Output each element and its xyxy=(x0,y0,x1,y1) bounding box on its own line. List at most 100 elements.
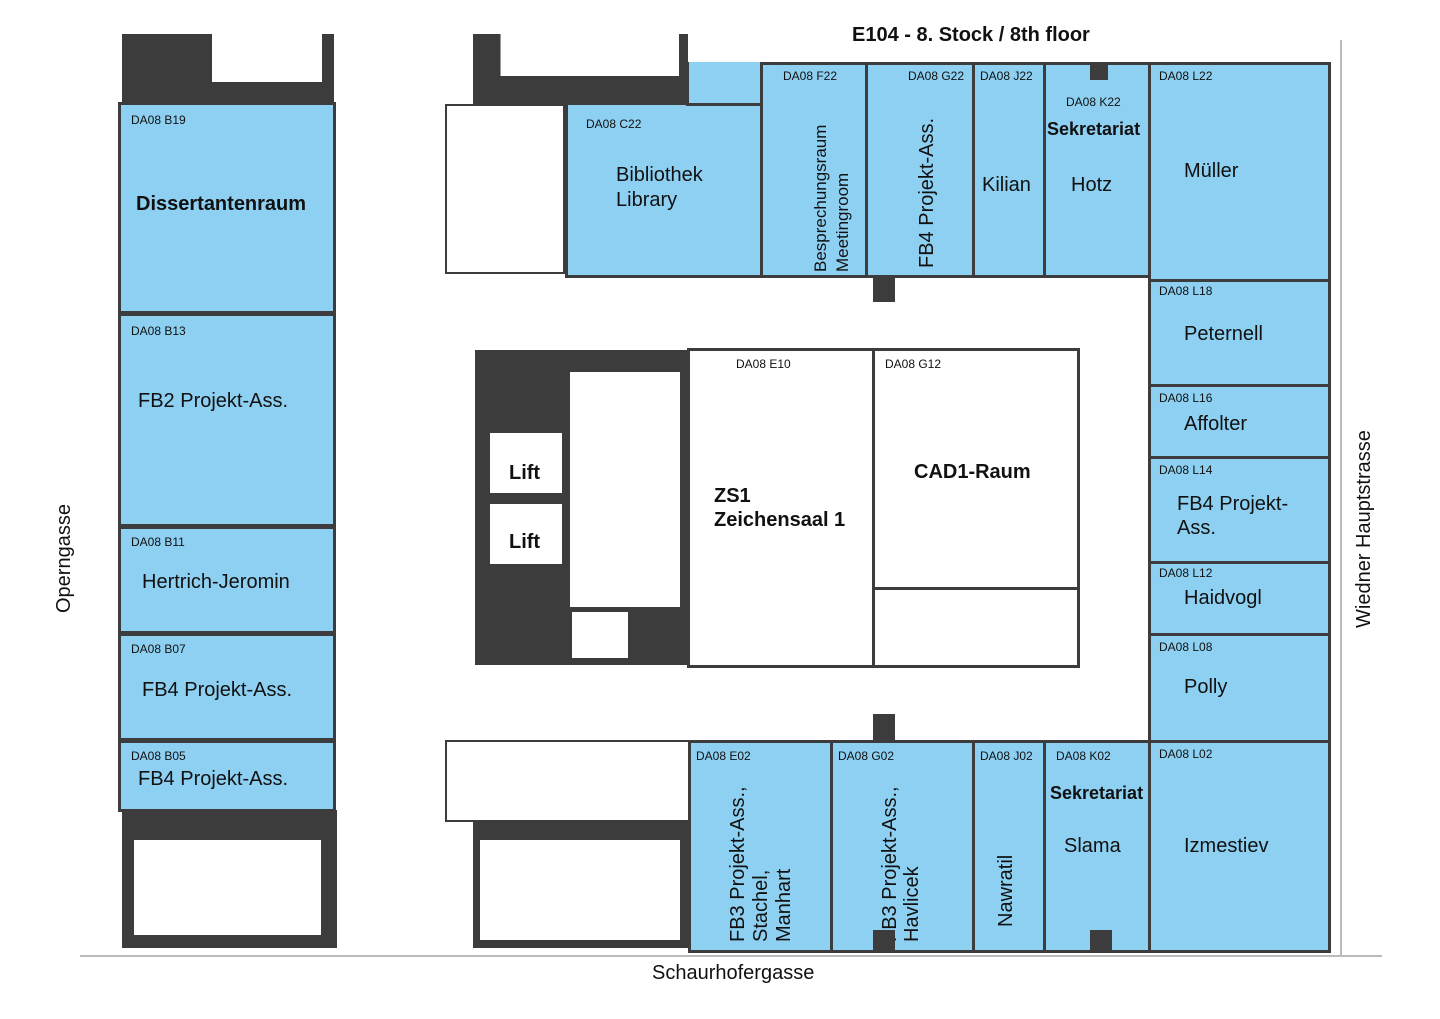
lift-1[interactable]: Lift xyxy=(487,430,565,496)
partition-wall xyxy=(875,587,1080,590)
room-label: Dissertantenraum xyxy=(136,193,307,215)
floor-title: E104 - 8. Stock / 8th floor xyxy=(852,24,1090,46)
room-code: DA08 E02 xyxy=(696,749,751,763)
room-code: DA08 G02 xyxy=(838,749,895,763)
room-code: DA08 G12 xyxy=(885,357,942,371)
room-l22[interactable]: DA08 L22 Müller xyxy=(1148,62,1331,282)
room-code: DA08 K22 xyxy=(1066,95,1121,109)
room-code: DA08 J22 xyxy=(980,69,1033,83)
room-label: FB4 Projekt-Ass. xyxy=(138,768,289,790)
room-label-line2: Meetingroom xyxy=(833,172,852,272)
room-label-line2: Havlicek xyxy=(901,866,923,942)
street-boundary-bottom xyxy=(80,955,1382,957)
room-code: DA08 K02 xyxy=(1056,749,1111,763)
room-label-line2: Library xyxy=(616,189,678,211)
room-b19[interactable]: DA08 B19 Dissertantenraum xyxy=(118,102,336,314)
pillar xyxy=(873,930,895,950)
street-label-left: Operngasse xyxy=(53,504,75,613)
room-code: DA08 C22 xyxy=(586,117,642,131)
room-code: DA08 L02 xyxy=(1159,747,1213,761)
pillar xyxy=(1090,62,1108,80)
room-l02[interactable]: DA08 L02 Izmestiev xyxy=(1148,740,1331,953)
room-k22[interactable]: DA08 K22 Sekretariat Hotz xyxy=(1043,62,1151,278)
room-label: CAD1-Raum xyxy=(914,461,1031,483)
room-b13[interactable]: DA08 B13 FB2 Projekt-Ass. xyxy=(118,313,336,527)
room-label: Haidvogl xyxy=(1184,587,1262,609)
room-label: Nawratil xyxy=(995,854,1017,927)
room-label: Hertrich-Jeromin xyxy=(142,571,290,593)
room-label-line2: Zeichensaal 1 xyxy=(714,509,846,531)
room-label: Hotz xyxy=(1071,174,1113,196)
room-g12[interactable]: DA08 G12 CAD1-Raum xyxy=(872,348,1080,668)
room-code: DA08 L16 xyxy=(1159,391,1213,405)
room-b11[interactable]: DA08 B11 Hertrich-Jeromin xyxy=(118,526,336,634)
room-heading: Sekretariat xyxy=(1047,119,1141,139)
room-label-line1: Besprechungsraum xyxy=(811,124,830,272)
room-l16[interactable]: DA08 L16 Affolter xyxy=(1148,384,1331,459)
room-label-line2: Stachel, xyxy=(750,869,772,942)
room-code: DA08 B19 xyxy=(131,113,186,127)
room-label: Peternell xyxy=(1184,323,1263,345)
toilet-block-top xyxy=(445,104,565,274)
room-label-line1: FB3 Projekt-Ass., xyxy=(879,786,901,942)
room-f22[interactable]: DA08 F22 Besprechungsraum Meetingroom xyxy=(760,62,868,278)
room-label-line3: Manhart xyxy=(773,868,795,942)
stair-area xyxy=(500,34,679,76)
void-area xyxy=(212,34,322,82)
room-code: DA08 L08 xyxy=(1159,640,1213,654)
room-code: DA08 F22 xyxy=(783,69,838,83)
room-l18[interactable]: DA08 L18 Peternell xyxy=(1148,279,1331,387)
room-l14[interactable]: DA08 L14 FB4 Projekt- Ass. xyxy=(1148,456,1331,564)
c22-upper-extension xyxy=(686,62,766,106)
room-l12[interactable]: DA08 L12 Haidvogl xyxy=(1148,561,1331,636)
void-area xyxy=(480,840,680,940)
street-label-bottom: Schaurhofergasse xyxy=(652,962,815,984)
room-label-line2: Ass. xyxy=(1177,517,1216,539)
room-label-line1: ZS1 xyxy=(714,485,751,507)
pillar xyxy=(873,714,895,740)
room-code: DA08 B13 xyxy=(131,324,186,338)
room-c22[interactable]: DA08 C22 Bibliothek Library xyxy=(565,102,763,278)
street-boundary-right xyxy=(1340,40,1342,957)
room-label: Polly xyxy=(1184,676,1228,698)
room-l08[interactable]: DA08 L08 Polly xyxy=(1148,633,1331,743)
central-stairwell xyxy=(570,372,680,607)
pillar xyxy=(1090,930,1112,950)
room-label: Izmestiev xyxy=(1184,835,1269,857)
toilet-block-bottom xyxy=(445,740,690,822)
room-label: Kilian xyxy=(982,174,1031,196)
room-j02[interactable]: DA08 J02 Nawratil xyxy=(972,740,1046,953)
room-j22[interactable]: DA08 J22 Kilian xyxy=(972,62,1046,278)
room-g22[interactable]: DA08 G22 FB4 Projekt-Ass. xyxy=(865,62,975,278)
room-code: DA08 J02 xyxy=(980,749,1033,763)
room-label: Müller xyxy=(1184,160,1239,182)
room-code: DA08 G22 xyxy=(908,69,965,83)
room-k02[interactable]: DA08 K02 Sekretariat Slama xyxy=(1043,740,1151,953)
room-label: Slama xyxy=(1064,835,1121,857)
room-label-line1: FB3 Projekt-Ass., xyxy=(727,786,749,942)
room-code: DA08 L22 xyxy=(1159,69,1213,83)
room-code: DA08 B05 xyxy=(131,749,186,763)
room-code: DA08 E10 xyxy=(736,357,791,371)
room-label: FB2 Projekt-Ass. xyxy=(138,390,289,412)
lift-1-label: Lift xyxy=(509,462,541,484)
room-g02[interactable]: DA08 G02 FB3 Projekt-Ass., Havlicek xyxy=(830,740,975,953)
stairwell xyxy=(134,840,321,935)
room-label-line1: Bibliothek xyxy=(616,164,703,186)
room-e02[interactable]: DA08 E02 FB3 Projekt-Ass., Stachel, Manh… xyxy=(688,740,833,953)
room-label: FB4 Projekt-Ass. xyxy=(916,117,938,268)
room-heading: Sekretariat xyxy=(1050,783,1144,803)
room-code: DA08 L18 xyxy=(1159,284,1213,298)
room-code: DA08 B07 xyxy=(131,642,186,656)
stair-landing xyxy=(572,612,628,658)
room-label: FB4 Projekt-Ass. xyxy=(142,679,293,701)
pillar xyxy=(873,278,895,302)
lift-2-label: Lift xyxy=(509,531,541,553)
room-code: DA08 B11 xyxy=(131,535,185,549)
room-b07[interactable]: DA08 B07 FB4 Projekt-Ass. xyxy=(118,633,336,741)
room-b05[interactable]: DA08 B05 FB4 Projekt-Ass. xyxy=(118,740,336,812)
room-label-line1: FB4 Projekt- xyxy=(1177,493,1289,515)
room-e10[interactable]: DA08 E10 ZS1 Zeichensaal 1 xyxy=(687,348,875,668)
street-label-right: Wiedner Hauptstrasse xyxy=(1353,430,1375,628)
lift-2[interactable]: Lift xyxy=(487,501,565,567)
